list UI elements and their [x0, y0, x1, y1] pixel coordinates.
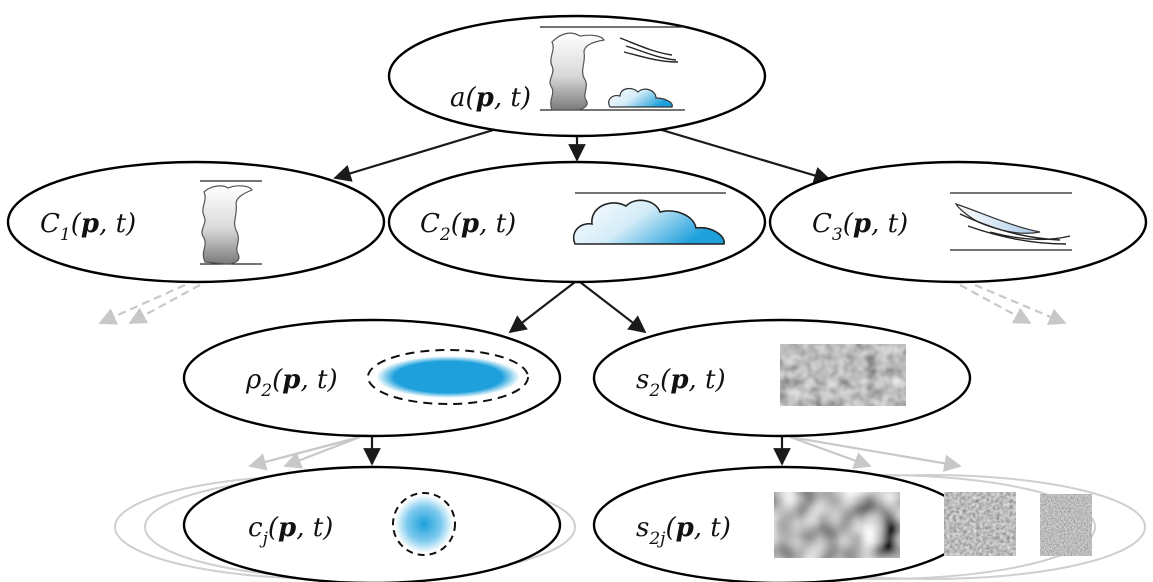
noise-texture-coarse-icon [774, 492, 900, 558]
edge-root-c3 [654, 126, 832, 184]
node-s2j: s2j(p, t) [592, 465, 1092, 582]
stratocumulus-icon [573, 192, 726, 245]
node-c1-label: C1(p, t) [40, 209, 136, 245]
edges [333, 126, 832, 466]
node-s2j-label: s2j(p, t) [636, 513, 731, 549]
cirrus-icon [950, 192, 1072, 251]
edge-c2-s2 [579, 281, 647, 334]
node-root-label: a(p, t) [450, 83, 531, 113]
node-c3-label: C3(p, t) [812, 209, 908, 245]
node-c3: C3(p, t) [768, 160, 1148, 284]
cumulonimbus-icon [200, 180, 262, 265]
node-root: a(p, t) [387, 14, 767, 138]
node-rho2-label: ρ2(p, t) [245, 365, 338, 401]
node-rho2: ρ2(p, t) [182, 318, 562, 438]
cell-blob-icon [392, 492, 456, 556]
node-c1: C1(p, t) [6, 160, 386, 284]
node-cj: cj(p, t) [182, 465, 562, 582]
node-s2: s2(p, t) [592, 318, 972, 438]
node-s2-label: s2(p, t) [636, 365, 726, 401]
density-blob-icon [367, 349, 529, 405]
noise-texture-icon [780, 344, 906, 406]
faded-edges [98, 283, 1067, 473]
cloud-mix-icon [540, 26, 685, 111]
noise-texture-fine-icon [1040, 494, 1092, 556]
edge-root-c1 [333, 126, 501, 182]
node-c2: C2(p, t) [387, 160, 767, 284]
node-cj-label: cj(p, t) [248, 513, 333, 549]
noise-texture-medium-icon [944, 492, 1016, 556]
node-c2-label: C2(p, t) [420, 209, 516, 245]
edge-c2-rho2 [508, 281, 576, 334]
